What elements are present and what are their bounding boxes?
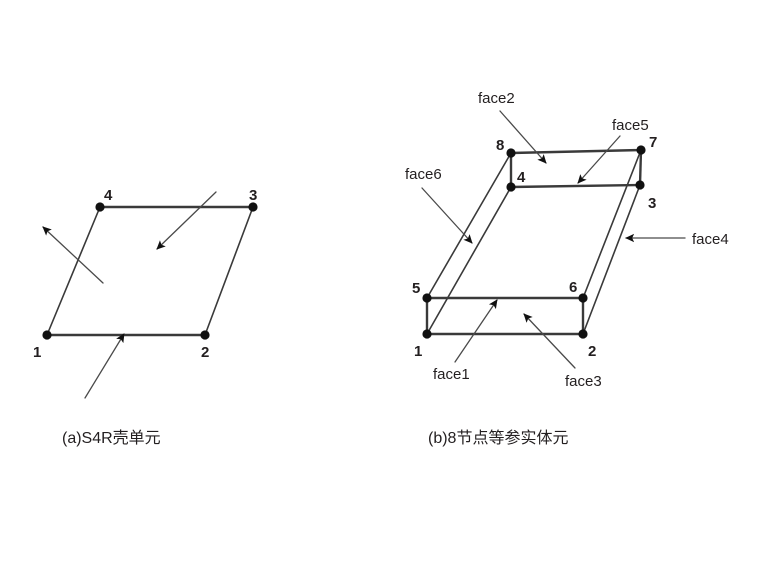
solid-node-label-2: 2 — [588, 343, 596, 360]
left-edge-normal-arrow — [42, 226, 104, 284]
bottom-edge-normal-arrow — [84, 333, 125, 399]
face6-leader-arrow — [421, 187, 473, 244]
solid-node-label-3: 3 — [648, 195, 656, 212]
solid-node-dot-1 — [422, 329, 432, 339]
shell-node-label-2: 2 — [201, 344, 209, 361]
solid-node-label-5: 5 — [412, 280, 420, 297]
solid-node-dot-6 — [578, 293, 588, 303]
solid-edge-7-3 — [638, 149, 643, 186]
solid-edge-4-3 — [510, 183, 641, 189]
solid-face-leaders — [421, 110, 686, 369]
shell-node-labels: 1 2 3 4 — [33, 187, 257, 361]
solid-element-top-face — [509, 148, 643, 189]
solid-node-dot-4 — [506, 182, 516, 192]
face2-leader-arrow — [499, 110, 547, 164]
face4-label: face4 — [692, 231, 729, 248]
face1-label: face1 — [433, 366, 470, 383]
solid-element-bottom-face — [425, 296, 585, 336]
solid-edge-8-7 — [510, 148, 642, 155]
solid-edge-1-4 — [426, 186, 512, 335]
shell-node-label-3: 3 — [249, 187, 257, 204]
solid-node-label-6: 6 — [569, 279, 577, 296]
face2-label: face2 — [478, 90, 515, 107]
solid-edge-5-8 — [426, 152, 512, 299]
shell-normal-arrows — [42, 191, 217, 399]
solid-node-dot-8 — [506, 148, 516, 158]
shell-node-label-4: 4 — [104, 187, 113, 204]
surface-normal-arrow — [156, 191, 217, 250]
solid-edge-2-3 — [582, 184, 641, 335]
shell-node-label-1: 1 — [33, 344, 41, 361]
panel-a-caption: (a)S4R壳单元 — [62, 429, 161, 447]
panel-b-caption: (b)8节点等参实体元 — [428, 429, 568, 447]
panel-b-solid-element: 1 2 3 4 5 6 7 8 face1 face2 face3 face4 … — [405, 90, 729, 447]
shell-edge-4-1 — [46, 206, 101, 336]
shell-node-dot-3 — [248, 202, 258, 212]
face5-leader-arrow — [577, 135, 621, 184]
shell-node-dot-4 — [95, 202, 105, 212]
solid-node-dots — [422, 145, 646, 339]
solid-node-dot-5 — [422, 293, 432, 303]
solid-face-labels: face1 face2 face3 face4 face5 face6 — [405, 90, 729, 390]
face3-label: face3 — [565, 373, 602, 390]
solid-node-label-8: 8 — [496, 137, 504, 154]
face3-leader-arrow — [523, 313, 576, 369]
solid-edge-6-7 — [582, 149, 642, 299]
solid-element-connecting-edges — [426, 149, 642, 335]
shell-node-dot-2 — [200, 330, 210, 340]
solid-node-labels: 1 2 3 4 5 6 7 8 — [412, 134, 657, 360]
face6-label: face6 — [405, 166, 442, 183]
solid-node-label-4: 4 — [517, 169, 526, 186]
shell-element-outline — [46, 205, 254, 337]
panel-a-shell-element: 1 2 3 4 (a)S4R壳单元 — [33, 187, 258, 447]
solid-node-label-7: 7 — [649, 134, 657, 151]
solid-node-dot-3 — [635, 180, 645, 190]
solid-node-dot-7 — [636, 145, 646, 155]
shell-edge-2-3 — [204, 206, 254, 336]
solid-node-label-1: 1 — [414, 343, 422, 360]
face1-leader-arrow — [454, 299, 498, 363]
shell-node-dots — [42, 202, 258, 340]
face5-label: face5 — [612, 117, 649, 134]
solid-node-dot-2 — [578, 329, 588, 339]
shell-node-dot-1 — [42, 330, 52, 340]
